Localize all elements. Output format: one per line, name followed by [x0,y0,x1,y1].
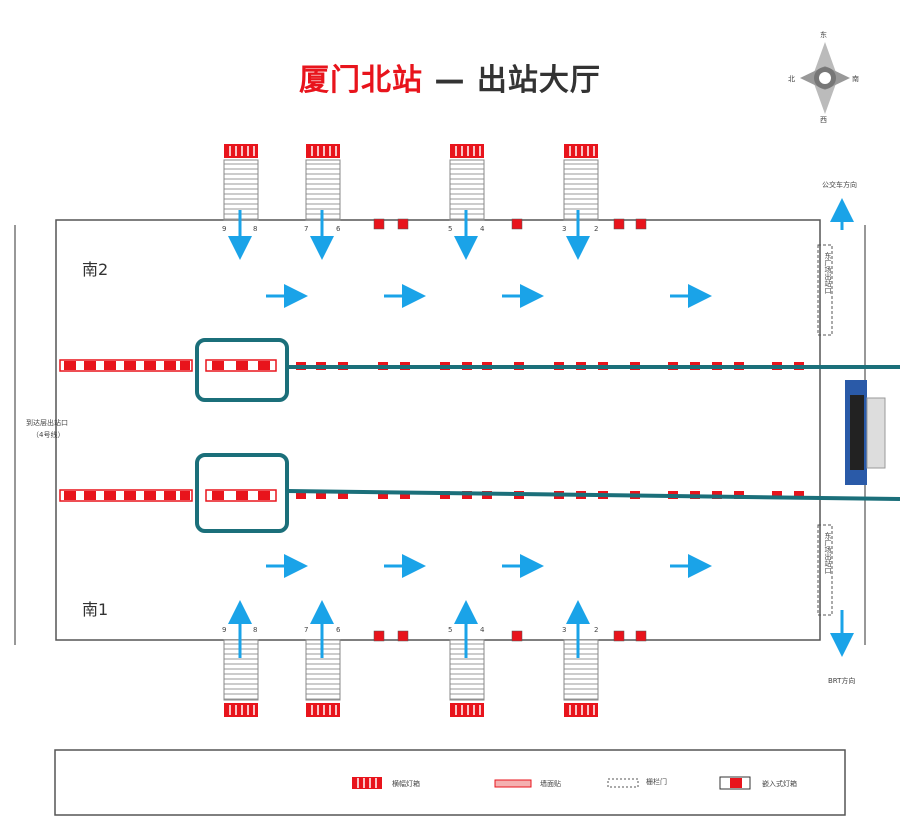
compass-icon [800,42,850,114]
legend-label-gate: 栅栏门 [646,778,667,786]
platform-number: 3 [562,225,567,233]
bus-direction-label: 公交车方向 [822,181,857,189]
highlight-callouts [195,338,900,533]
banner-lightboxes-bottom [224,703,598,717]
platform-number: 8 [253,225,258,233]
left-exit-label: 到达层出站口 [26,419,68,427]
east-exit-label-top: 东广场出站口 [824,252,832,294]
platform-number: 9 [222,626,227,634]
flow-arrows [228,198,854,658]
compass-south: 西 [820,116,827,124]
wall-lightboxes [373,218,647,642]
platform-number: 7 [304,225,309,233]
stairs-top [223,159,599,221]
banner-lightboxes-top [224,144,598,158]
legend-box [54,749,846,816]
hall-outline [55,219,821,641]
legend-swatches [352,776,751,790]
platform-number: 3 [562,626,567,634]
platform-number: 2 [594,225,599,233]
brt-direction-label: BRT方向 [828,677,856,685]
title-station: 厦门北站 [299,63,424,98]
platform-number: 2 [594,626,599,634]
platform-number: 6 [336,626,341,634]
title-hall: — 出站大厅 [423,63,601,98]
left-exit-line-label: （4号线） [32,431,65,439]
platform-number: 9 [222,225,227,233]
compass: 东 西 北 南 [788,30,860,125]
platform-number: 6 [336,225,341,233]
compass-north: 东 [820,31,827,39]
east-gate [845,380,886,485]
page-title: 厦门北站 — 出站大厅 [0,55,900,99]
legend-label-banner: 横幅灯箱 [392,780,420,788]
platform-number: 4 [480,626,485,634]
legend-label-wall: 墙面贴 [540,780,561,788]
compass-west: 北 [788,75,795,83]
platform-number: 4 [480,225,485,233]
compass-east: 南 [852,75,859,83]
area-label-bottom: 南1 [82,600,109,619]
legend-label-embedded: 嵌入式灯箱 [762,780,797,788]
east-exit-label-bottom: 东广场出站口 [824,532,832,574]
platform-number: 5 [448,626,453,634]
stairs-bottom [223,639,599,701]
area-label-top: 南2 [82,260,109,279]
platform-number: 8 [253,626,258,634]
platform-number: 5 [448,225,453,233]
platform-number: 7 [304,626,309,634]
